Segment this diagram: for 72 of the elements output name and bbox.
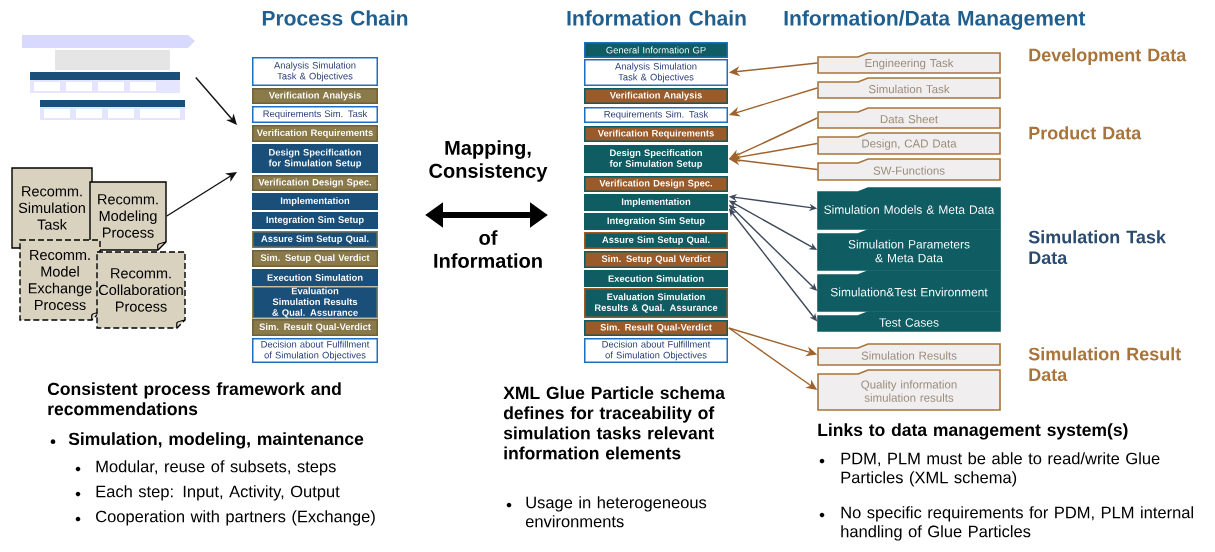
bullet-item: PDM, PLM must be able to read/write Glue Particles (XML schema) [819,452,1160,487]
caption-text: Mapping, Consistency [429,140,548,182]
heading: Consistent process framework and recommendations [47,382,341,416]
category-label: Product Data [1029,126,1142,140]
data-folder: SW-Functions [817,158,1001,181]
heading: XML Glue Particle schema defines for traceability of simulation tasks relevant information elements [503,386,726,460]
step-box: Verification Analysis [252,88,378,104]
data-folder: Engineering Task [817,52,1001,74]
step-box: Requirements Sim. Task [584,107,728,123]
arrow [728,200,818,250]
step-box: Evaluation Simulation Results & Qual. Assurance [252,286,378,319]
step-box: Assure Sim Setup Qual. [252,231,378,248]
column-heading: Information Chain [567,10,746,26]
step-box: Verification Requirements [252,125,378,142]
step-box: Design Specification for Simulation Setup [584,145,728,173]
data-folder: Simulation Results [817,343,1001,366]
data-folder: Data Sheet [817,107,1001,129]
step-box: General Information GP [584,42,728,58]
note-sheet: Recomm. Modeling Process [89,181,167,251]
step-box: Evaluation Simulation Results & Qual. Assurance [584,288,728,318]
arrow [728,87,818,117]
step-box: Decision about Fulfillment of Simulation Objectives [252,338,378,363]
arrow [728,327,818,390]
step-box: Sim. Result Qual-Verdict [584,320,728,336]
bullet-item: Usage in heterogeneous environments [506,496,707,528]
data-folder: Simulation Task [817,77,1001,99]
column-heading: Process Chain [262,10,408,26]
step-box: Sim. Setup Qual Verdict [584,251,728,268]
step-box: Execution Simulation [252,269,378,286]
data-folder: Simulation Parameters & Meta Data [817,229,1001,271]
step-box: Requirements Sim. Task [252,106,378,123]
arrow [728,327,818,357]
category-label: Simulation Task Data [1028,230,1166,265]
step-box: Analysis Simulation Task & Objectives [584,59,728,86]
bullet-item: Cooperation with partners (Exchange) [75,510,375,526]
bullet-item: Modular, reuse of subsets, steps [75,460,336,476]
arrow [728,208,818,322]
step-box: Verification Analysis [584,88,728,104]
note-sheet: Recomm. Collaboration Process [96,251,186,329]
step-box: Decision about Fulfillment of Simulation Objectives [584,338,728,363]
arrow [195,76,237,125]
step-box: Sim. Result Qual-Verdict [252,319,378,336]
arrow [728,194,818,211]
category-label: Development Data [1029,48,1187,65]
caption-text: of Information [434,230,542,268]
step-box: Execution Simulation [584,270,728,287]
data-folder: Test Cases [817,311,1001,332]
step-box: Implementation [252,193,378,210]
step-box: Integration Sim Setup [252,212,378,229]
data-folder: Quality information simulation results [817,369,1001,411]
arrow [728,62,818,77]
step-box: Verification Design Spec. [252,175,378,191]
data-folder: Simulation Models & Meta Data [817,187,1001,230]
arrow [728,204,818,291]
step-box: Integration Sim Setup [584,213,728,230]
arrow [166,172,237,217]
bullet-item: Each step: Input, Activity, Output [75,485,340,501]
step-box: Design Specification for Simulation Setup [252,144,378,173]
step-box: Analysis Simulation Task & Objectives [252,57,378,86]
category-label: Simulation Result Data [1028,347,1181,382]
column-heading: Information/Data Management [784,10,1086,30]
step-box: Implementation [584,194,728,211]
step-box: Assure Sim Setup Qual. [584,232,728,249]
bullet-item: Simulation, modeling, maintenance [50,432,364,449]
arrow [728,155,818,171]
step-box: Verification Requirements [584,126,728,142]
data-folder: Design, CAD Data [817,132,1001,155]
data-folder: Simulation&Test Environment [817,270,1001,312]
bullet-item: No specific requirements for PDM, PLM internal handling of Glue Particles [819,506,1193,541]
step-box: Sim. Setup Qual Verdict [252,250,378,267]
picture [22,35,195,120]
step-box: Verification Design Spec. [584,176,728,192]
